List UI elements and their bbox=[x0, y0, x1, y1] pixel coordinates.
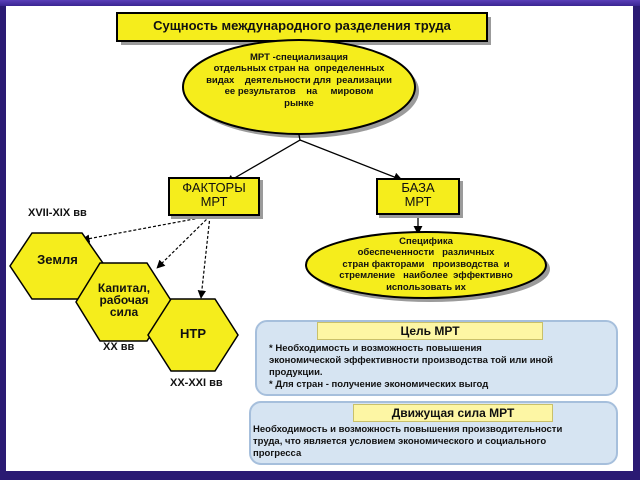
driver-text: Необходимость и возможность повышения пр… bbox=[253, 424, 563, 460]
arrow-to-capital bbox=[156, 215, 211, 269]
definition-text: МРТ -специализация отдельных стран на оп… bbox=[206, 52, 392, 109]
base-label: БАЗА МРТ bbox=[401, 180, 435, 209]
era-20: XX вв bbox=[103, 341, 135, 353]
hexagon-capital-label: Капитал, рабочая сила bbox=[97, 281, 151, 319]
goal-heading: Цель МРТ bbox=[317, 322, 543, 340]
goal-text: * Необходимость и возможность повышения … bbox=[269, 343, 553, 391]
hexagon-ntr bbox=[147, 298, 239, 372]
window-frame-top bbox=[0, 0, 640, 6]
driver-heading: Движущая сила МРТ bbox=[353, 404, 553, 422]
hexagon-ntr-label: НТР bbox=[180, 326, 206, 341]
factors-box bbox=[168, 177, 260, 216]
hexagon-capital bbox=[75, 262, 173, 342]
arrow-to-base bbox=[299, 139, 403, 182]
era-20-21: XX-XXI вв bbox=[170, 377, 223, 389]
title-box bbox=[116, 12, 488, 42]
specifics-text: Специфика обеспеченности различных стран… bbox=[339, 236, 513, 293]
arrow-to-land bbox=[81, 215, 211, 243]
arrow-to-factors bbox=[225, 134, 301, 184]
base-box bbox=[376, 178, 460, 215]
hexagon-land-label: Земля bbox=[37, 252, 78, 267]
definition-ellipse bbox=[182, 39, 416, 135]
arrow-to-ntr bbox=[197, 215, 211, 299]
specifics-ellipse bbox=[305, 231, 547, 299]
era-17-19: XVII-XIX вв bbox=[28, 207, 87, 219]
page-title: Сущность международного разделения труда bbox=[153, 18, 451, 33]
factors-label: ФАКТОРЫ МРТ bbox=[182, 180, 246, 209]
